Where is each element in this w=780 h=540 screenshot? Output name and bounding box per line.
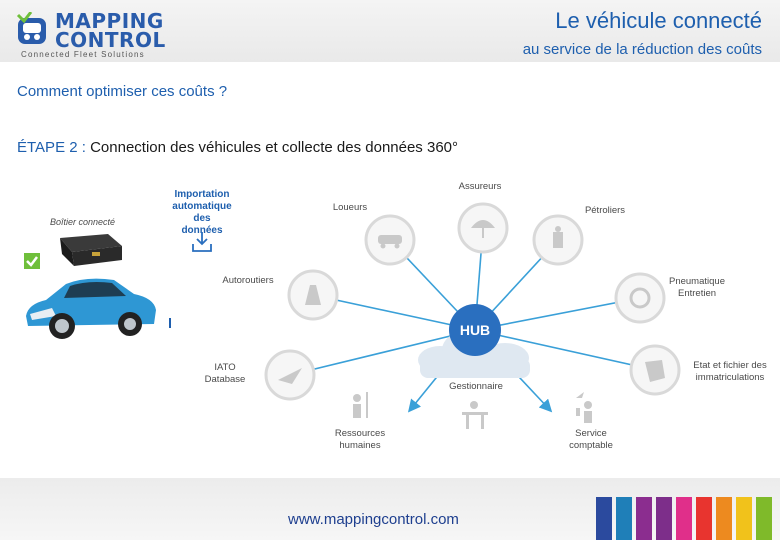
node-rh-line2: humaines [339,440,381,451]
node-service-line1: Service [575,428,607,439]
separator-mark [169,318,171,328]
connected-box-image [52,230,124,270]
check-icon [24,253,40,269]
node-assureurs: Assureurs [458,181,502,192]
import-label-line3: des données [181,213,223,236]
header-band [0,0,780,62]
node-icons [278,220,665,429]
hub-label: HUB [459,322,491,338]
color-bar [756,497,772,540]
download-icon [190,230,214,254]
color-bar [616,497,632,540]
color-bar [716,497,732,540]
logo[interactable]: MAPPING CONTROL Connected Fleet Solution… [10,6,165,60]
node-petroliers: Pétroliers [584,205,626,216]
color-bar [736,497,752,540]
node-service-line2: comptable [569,440,613,451]
car-image [22,270,158,342]
logo-tagline: Connected Fleet Solutions [21,50,145,59]
device-label: Boîtier connecté [50,217,116,227]
logo-text-top: MAPPING [55,9,164,33]
page-title: Le véhicule connecté [555,8,762,33]
import-label-line2: automatique [172,201,232,212]
node-iato-line1: IATO [214,362,236,373]
node-etat-line2: immatriculations [695,372,765,383]
step-text: ÉTAPE 2 : Connection des véhicules et co… [17,139,458,156]
step-label: ÉTAPE 2 : [17,139,86,156]
node-etat-line1: Etat et fichier des [693,360,767,371]
logo-emblem-icon [16,11,50,46]
node-gestionnaire: Gestionnaire [449,381,503,392]
import-label-line1: Importation [174,189,230,200]
color-bar [696,497,712,540]
node-autoroutiers: Autoroutiers [222,275,274,286]
website-link[interactable]: www.mappingcontrol.com [288,511,459,528]
question-text: Comment optimiser ces coûts ? [17,83,228,100]
node-iato-line2: Database [204,374,246,385]
color-bar [656,497,672,540]
color-bar [676,497,692,540]
node-loueurs: Loueurs [332,202,368,213]
step-description: Connection des véhicules et collecte des… [85,139,458,156]
node-pneumatique-line1: Pneumatique [669,276,725,287]
color-bar [596,497,612,540]
page-subtitle: au service de la réduction des coûts [522,41,762,58]
node-rh-line1: Ressources [334,428,386,439]
node-pneumatique-line2: Entretien [677,288,717,299]
logo-text-bottom: CONTROL [55,28,166,52]
hub-circle [449,304,501,356]
color-bar [636,497,652,540]
